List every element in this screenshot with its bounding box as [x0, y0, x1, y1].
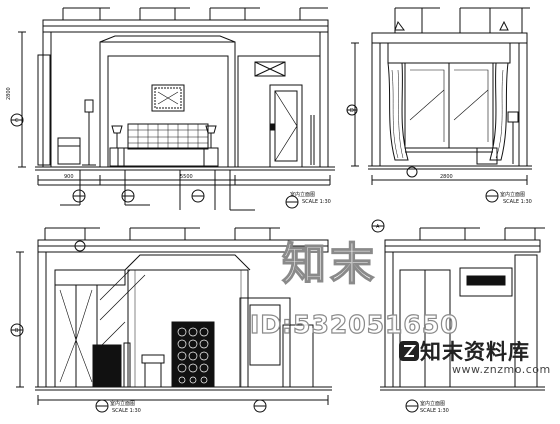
elevation-bottom-right	[371, 219, 545, 413]
elevation-bottom-left	[10, 227, 332, 413]
title-bottom-left: 室内立面图	[110, 400, 135, 407]
dim-mid: 2800	[440, 174, 453, 180]
label-a: C	[15, 118, 19, 124]
elevation-top-right	[346, 7, 532, 203]
scale-top-right: SCALE 1:30	[503, 199, 532, 205]
scale-bottom-left: SCALE 1:30	[112, 408, 141, 414]
label-c: B	[15, 328, 19, 334]
watermark-url: www.znzmo.com	[452, 363, 551, 376]
watermark-brand: 知末资料库	[420, 340, 530, 364]
watermark-big-text: 知末	[281, 238, 378, 290]
title-bottom-right: 室内立面图	[420, 400, 445, 407]
elevation-top-left	[10, 7, 335, 211]
scale-bottom-right: SCALE 1:30	[420, 408, 449, 414]
label-d: A	[376, 224, 380, 230]
title-top-left: 室内立面图	[290, 191, 315, 198]
title-top-right: 室内立面图	[500, 191, 525, 198]
dim-small: 900	[64, 174, 74, 180]
brand-logo-icon	[399, 341, 419, 361]
dim-total: 5500	[180, 174, 193, 180]
watermark-id: ID:532051650	[249, 309, 459, 339]
scale-top-left: SCALE 1:30	[302, 199, 331, 205]
side-height: 2800	[6, 87, 12, 100]
label-b: D	[350, 108, 354, 114]
